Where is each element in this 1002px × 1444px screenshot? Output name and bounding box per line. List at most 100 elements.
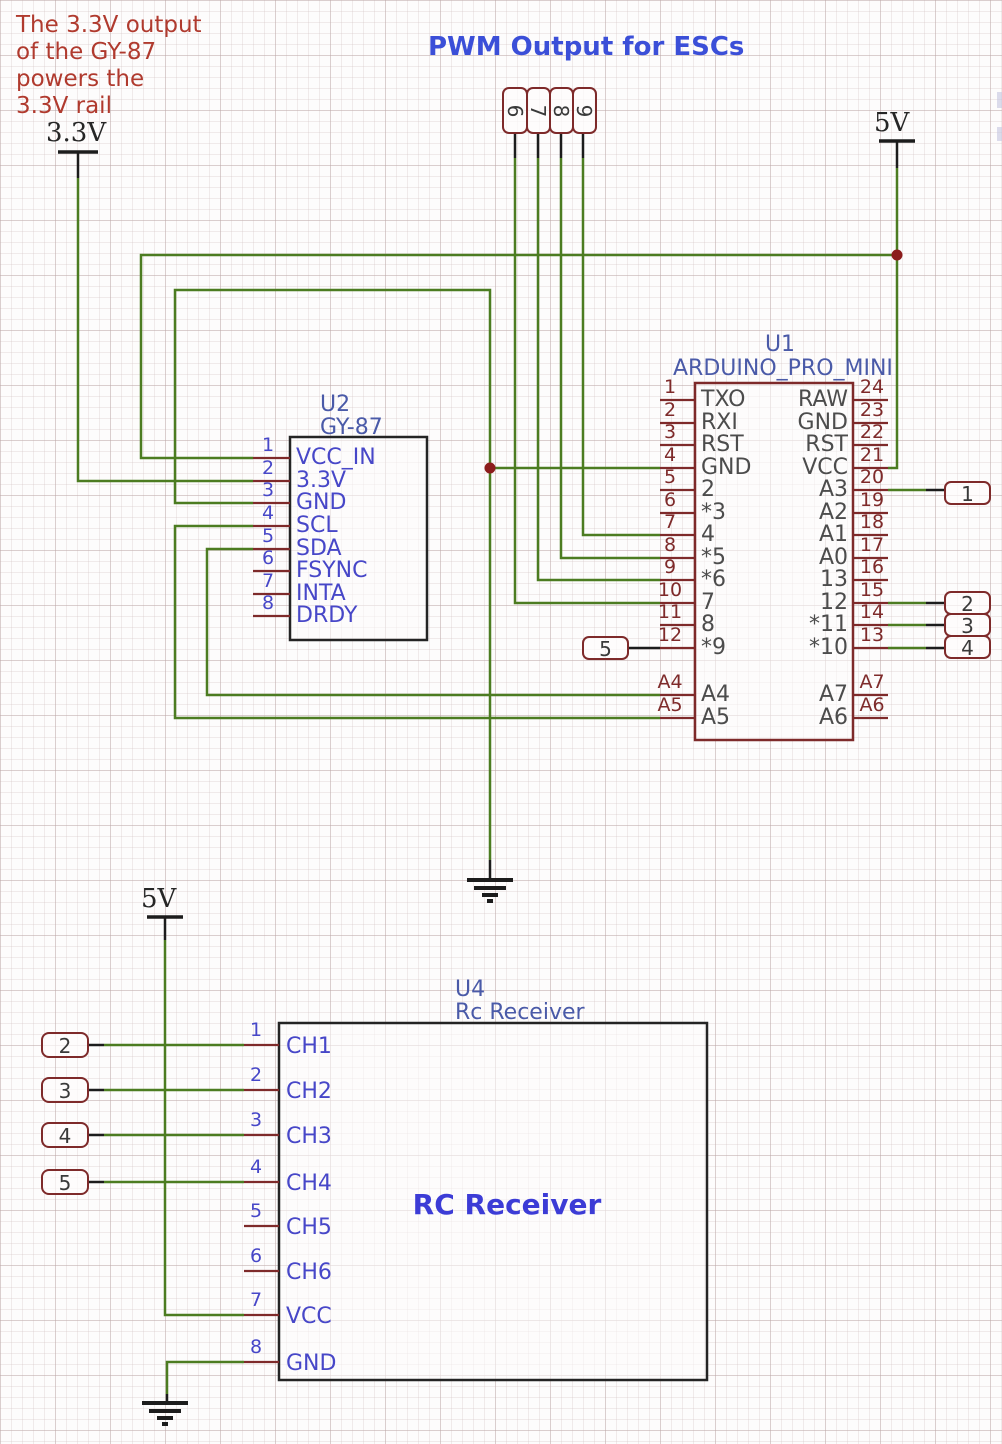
wire-group[interactable] (76, 158, 926, 1394)
left-conn-4[interactable] (41, 1122, 89, 1148)
left-conn-2[interactable] (41, 1032, 89, 1058)
u1-pin-number: A5 (657, 694, 683, 716)
edge-artifact (997, 92, 1002, 108)
u1-pin-name: A6 (818, 705, 848, 730)
u1-pin-name: RAW (798, 387, 848, 412)
u2-pin-number: 5 (261, 525, 275, 547)
u1-pin-name: RST (701, 432, 744, 457)
u2-pin-number: 3 (261, 479, 275, 501)
u1-pin-name: GND (701, 455, 752, 480)
wire-sda-to-a4[interactable] (205, 547, 660, 697)
pwm-connector-boxes[interactable] (502, 87, 597, 134)
u4-designator: U4 (455, 977, 486, 1002)
right-conn-2-label: 2 (961, 592, 974, 616)
wire-pwm9[interactable] (581, 158, 660, 537)
u1-pin-number: 3 (663, 421, 677, 443)
u1-pin-number: A7 (859, 671, 885, 693)
u1-pin-name: TXO (701, 387, 746, 412)
u4-pin-number: 4 (249, 1156, 263, 1178)
side-connector-boxes[interactable] (41, 481, 991, 1195)
black-segments[interactable] (76, 133, 945, 1401)
u1-pin-name: *11 (809, 612, 848, 637)
u4-big-label: RC Receiver (412, 1188, 602, 1221)
power-flag-bars (58, 139, 915, 919)
ground-symbol-mid[interactable] (467, 878, 513, 903)
u4-pin-name: CH6 (286, 1260, 332, 1285)
u1-pin-name: A4 (701, 682, 731, 707)
u1-pin-name: 13 (820, 567, 848, 592)
u1-pin-number: 6 (663, 489, 677, 511)
wire-pwm8[interactable] (559, 158, 660, 560)
u1-pin-number: 23 (859, 399, 885, 421)
right-conn-1[interactable] (944, 481, 991, 505)
u4-pin-name: VCC (286, 1304, 332, 1329)
u1-pin-name: VCC (802, 455, 848, 480)
pwm-conn-9[interactable] (572, 87, 597, 134)
power-flag-3v3-label: 3.3V (46, 118, 107, 148)
u2-pin-number: 4 (261, 502, 275, 524)
left-conn-3[interactable] (41, 1077, 89, 1103)
u1-pin-number: 14 (859, 601, 885, 623)
wire-5v-to-vcc[interactable] (888, 168, 899, 470)
u1-pin-number: 24 (859, 376, 885, 398)
pwm-pin-label: 6 (503, 104, 527, 118)
u2-body[interactable] (288, 435, 429, 642)
u2-name: GY-87 (320, 415, 383, 440)
u1-pin-name: *3 (701, 500, 726, 525)
u1-pin-name: A3 (818, 477, 848, 502)
u1-pin-number: A6 (859, 694, 885, 716)
u1-pin-number: 13 (859, 624, 885, 646)
wire-rc-gnd-to-ground[interactable] (165, 1360, 244, 1394)
wire-pwm6[interactable] (513, 158, 660, 605)
wire-pwm7[interactable] (536, 158, 660, 582)
u1-pin-name: *10 (809, 635, 848, 660)
edge-artifact (997, 127, 1002, 141)
u4-body[interactable] (277, 1021, 709, 1382)
u1-body[interactable] (693, 381, 855, 742)
pin-stubs[interactable] (244, 398, 888, 1364)
u1-pin-name: A2 (818, 500, 848, 525)
u4-pin-name: GND (286, 1351, 337, 1376)
ground-symbol-bottom[interactable] (142, 1401, 188, 1426)
u4-name: Rc Receiver (455, 1000, 585, 1025)
u1-pin-name: *9 (701, 635, 726, 660)
wire-scl-to-a5[interactable] (173, 524, 660, 720)
u2-pin-number: 1 (261, 434, 275, 456)
u2-pin-number: 8 (261, 592, 275, 614)
wire-3v3-to-u2[interactable] (76, 178, 253, 483)
wire-gnd-u2-to-junction[interactable] (173, 288, 492, 505)
left-conn-5-label: 5 (58, 1171, 72, 1195)
u1-pin-name: A1 (818, 522, 848, 547)
note-text: powers the (16, 66, 145, 92)
left-conn-3-label: 3 (58, 1079, 72, 1103)
u1-pin-number: 17 (859, 534, 885, 556)
u2-pin-number: 7 (261, 570, 275, 592)
u1-designator: U1 (764, 332, 796, 357)
u1-pin-name: RXI (701, 410, 738, 435)
u1-pin-name: *6 (701, 567, 726, 592)
u1-pin-name: 8 (701, 612, 715, 637)
u4-pin-number: 6 (249, 1245, 263, 1267)
right-conn-1-label: 1 (961, 482, 974, 506)
u1-name: ARDUINO_PRO_MINI (673, 356, 893, 381)
wire-5v-to-rc-vcc[interactable] (163, 940, 244, 1317)
u1-pin-name: 4 (701, 522, 715, 547)
u1-pin-name: 12 (820, 590, 848, 615)
u1-pin-number: 9 (663, 556, 677, 578)
right-conn-4[interactable] (944, 635, 991, 659)
u1-pin-number: A4 (657, 671, 683, 693)
right-conn-4-label: 4 (961, 636, 974, 660)
u1-pin-name: A7 (818, 682, 848, 707)
wire-5v-branch-to-vccin[interactable] (139, 253, 897, 460)
u1-pin-name: RST (805, 432, 848, 457)
pwm-pin-label: 7 (526, 104, 550, 118)
u1-pin-name: A0 (818, 545, 848, 570)
u1-pin-number: 22 (859, 421, 885, 443)
note-text: of the GY-87 (16, 39, 157, 65)
mid-conn-5[interactable] (582, 636, 629, 660)
u1-pin-number: 21 (859, 444, 885, 466)
pwm-pin-label: 8 (549, 104, 573, 118)
u2-pin-name: FSYNC (296, 558, 368, 583)
u4-pin-number: 5 (249, 1200, 263, 1222)
left-conn-5[interactable] (41, 1169, 89, 1195)
